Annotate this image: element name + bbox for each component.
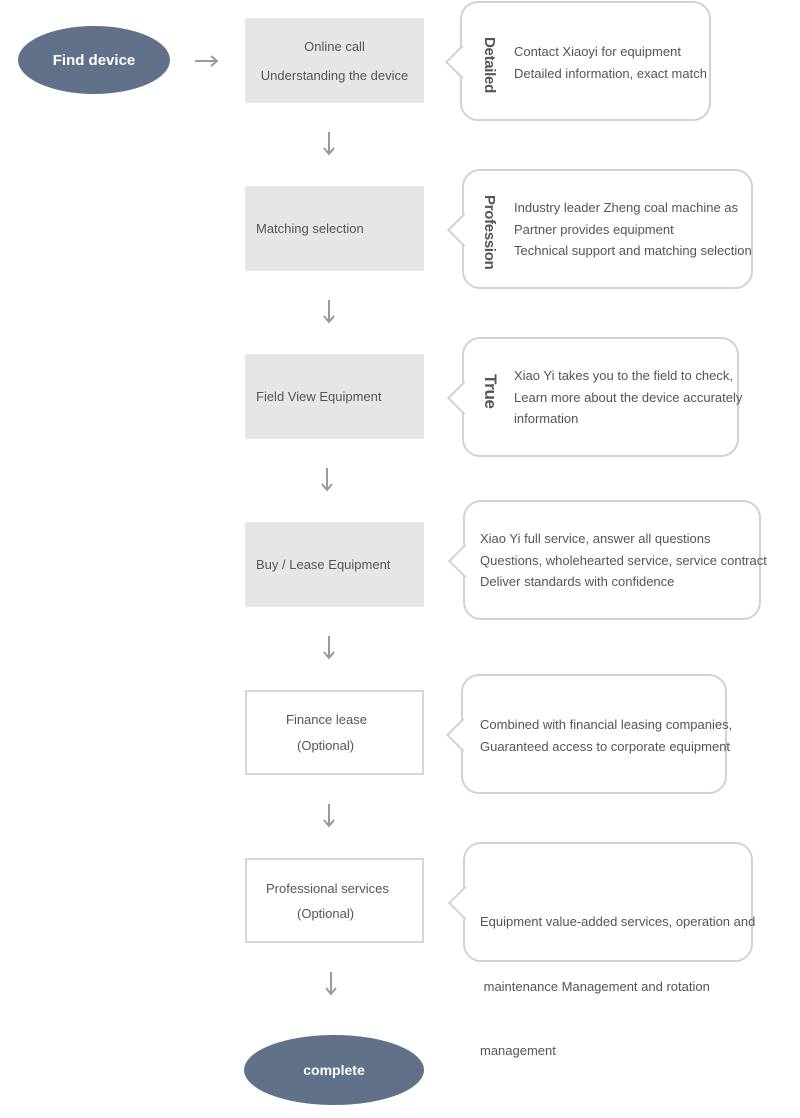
step-line: Online call <box>304 38 365 54</box>
note-bubble-professional: Equipment value-added services, operatio… <box>448 842 755 1058</box>
note-line: maintenance Management and rotation <box>480 978 710 994</box>
start-node: Find device <box>18 26 170 94</box>
down-arrow <box>323 804 335 828</box>
note-bubble-true: True Xiao Yi takes you to the field to c… <box>447 337 742 457</box>
step-field-view: Field View Equipment <box>245 354 424 439</box>
note-text: Contact Xiaoyi for equipment Detailed in… <box>514 41 707 84</box>
note-line: Partner provides equipment <box>514 221 674 237</box>
note-line: Industry leader Zheng coal machine as <box>514 200 739 215</box>
step-line: Professional services <box>266 880 389 896</box>
note-text: Xiao Yi full service, answer all questio… <box>480 528 767 593</box>
step-line: (Optional) <box>297 905 355 921</box>
note-line: Detailed information, exact match <box>514 65 707 81</box>
bubble-pointer <box>448 544 482 578</box>
note-line: Deliver standards with confidence <box>480 574 675 589</box>
bubble-pointer <box>445 45 479 79</box>
step-professional-services: Professional services (Optional) <box>245 858 424 943</box>
bubble-pointer <box>447 213 481 247</box>
bubble-pointer <box>448 886 482 920</box>
note-line: Xiao Yi full service, answer all questio… <box>480 531 711 546</box>
bubble-pointer <box>447 381 481 415</box>
step-online-call: Online call Understanding the device <box>245 18 424 103</box>
note-line: Equipment value-added services, operatio… <box>480 914 756 929</box>
step-line: Understanding the device <box>260 67 409 83</box>
step-line: Buy / Lease Equipment <box>256 557 391 572</box>
note-line: Combined with financial leasing companie… <box>480 717 733 732</box>
note-line: Contact Xiaoyi for equipment <box>514 44 681 59</box>
note-line: Technical support and matching selection <box>514 243 752 258</box>
step-line: Finance lease <box>286 711 367 727</box>
step-line: Field View Equipment <box>256 389 382 404</box>
step-buy-lease: Buy / Lease Equipment <box>245 522 424 607</box>
note-text: Xiao Yi takes you to the field to check,… <box>514 365 742 430</box>
note-line: Questions, wholehearted service, service… <box>480 552 767 568</box>
step-matching-selection: Matching selection <box>245 186 424 271</box>
note-text: Combined with financial leasing companie… <box>480 714 732 757</box>
down-arrow <box>323 132 335 156</box>
note-tag: True <box>481 374 500 409</box>
note-line: Guaranteed access to corporate equipment <box>480 738 731 754</box>
note-line: Xiao Yi takes you to the field to check, <box>514 368 733 383</box>
down-arrow <box>321 468 333 492</box>
note-line: information <box>514 411 579 426</box>
note-bubble-profession: Profession Industry leader Zheng coal ma… <box>447 169 753 289</box>
note-text: Equipment value-added services, operatio… <box>480 868 755 1105</box>
end-node: complete <box>244 1035 424 1105</box>
down-arrow <box>323 300 335 324</box>
note-bubble-finance: Combined with financial leasing companie… <box>446 674 732 794</box>
bubble-pointer <box>446 718 480 752</box>
step-finance-lease: Finance lease (Optional) <box>245 690 424 775</box>
note-tag: Profession <box>481 195 498 270</box>
down-arrow <box>323 636 335 660</box>
note-text: Industry leader Zheng coal machine as Pa… <box>514 197 752 262</box>
down-arrow <box>325 972 337 996</box>
note-line: Learn more about the device accurately <box>514 389 743 405</box>
end-node-label: complete <box>303 1062 365 1078</box>
start-node-label: Find device <box>52 51 136 69</box>
note-line: management <box>480 1043 556 1058</box>
note-bubble-detailed: Detailed Contact Xiaoyi for equipment De… <box>445 1 711 121</box>
note-bubble-service: Xiao Yi full service, answer all questio… <box>448 500 767 620</box>
step-line: Matching selection <box>256 221 364 236</box>
right-arrow <box>195 55 219 67</box>
step-line: (Optional) <box>297 737 355 753</box>
note-tag: Detailed <box>481 37 498 93</box>
